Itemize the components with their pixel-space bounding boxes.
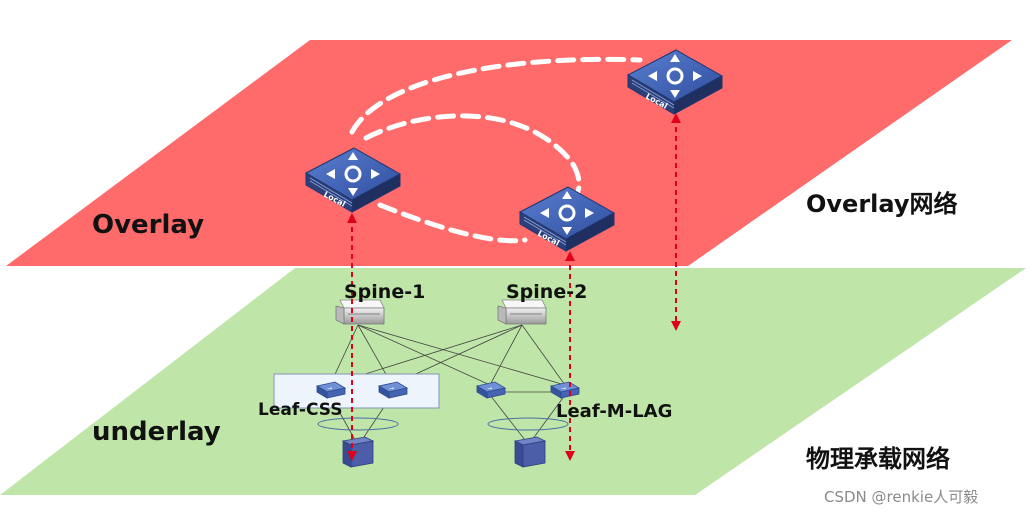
overlay-tunnels (349, 56, 643, 244)
overlay-plane (6, 40, 1012, 266)
leaf-switch-css-1: → (315, 381, 347, 399)
leaf-group-label-mlag: Leaf-M-LAG (556, 401, 672, 422)
overlay-router-left: Local (304, 147, 402, 213)
leaf-switch-tag: → (561, 385, 566, 392)
overlay-router-right: Local (626, 49, 724, 115)
tunnel-a (349, 56, 643, 135)
tunnel-b (363, 113, 582, 208)
server-icon (341, 436, 375, 468)
leaf-switch-tag: → (389, 385, 394, 392)
watermark: CSDN @renkie人可毅 (824, 488, 978, 506)
underlay-plane-label: underlay (92, 417, 221, 447)
leaf-group-label-css: Leaf-CSS (258, 400, 343, 420)
leaf-switch-mlag-1: → (475, 381, 507, 399)
spine-label-1: Spine-1 (344, 281, 425, 303)
leaf-switch-tag: → (327, 385, 332, 392)
lag-ellipse-css (317, 417, 399, 431)
router-arrows-icon (540, 191, 594, 235)
tunnel-c (377, 202, 528, 244)
leaf-switch-tag: → (487, 385, 492, 392)
overlay-network-label: Overlay网络 (806, 190, 958, 218)
overlay-plane-label: Overlay (92, 210, 204, 240)
spine-switch-1 (335, 299, 385, 325)
spine-switch-2 (497, 299, 547, 325)
leaf-switch-css-2: → (377, 381, 409, 399)
underlay-plane (0, 268, 1026, 495)
overlay-router-center: Local (518, 186, 616, 252)
spine-label-2: Spine-2 (506, 281, 587, 303)
server-icon (513, 436, 547, 468)
underlay-network-label: 物理承载网络 (806, 445, 950, 473)
mapping-arrows (347, 113, 681, 461)
router-arrows-icon (648, 54, 702, 98)
router-arrows-icon (326, 152, 380, 196)
